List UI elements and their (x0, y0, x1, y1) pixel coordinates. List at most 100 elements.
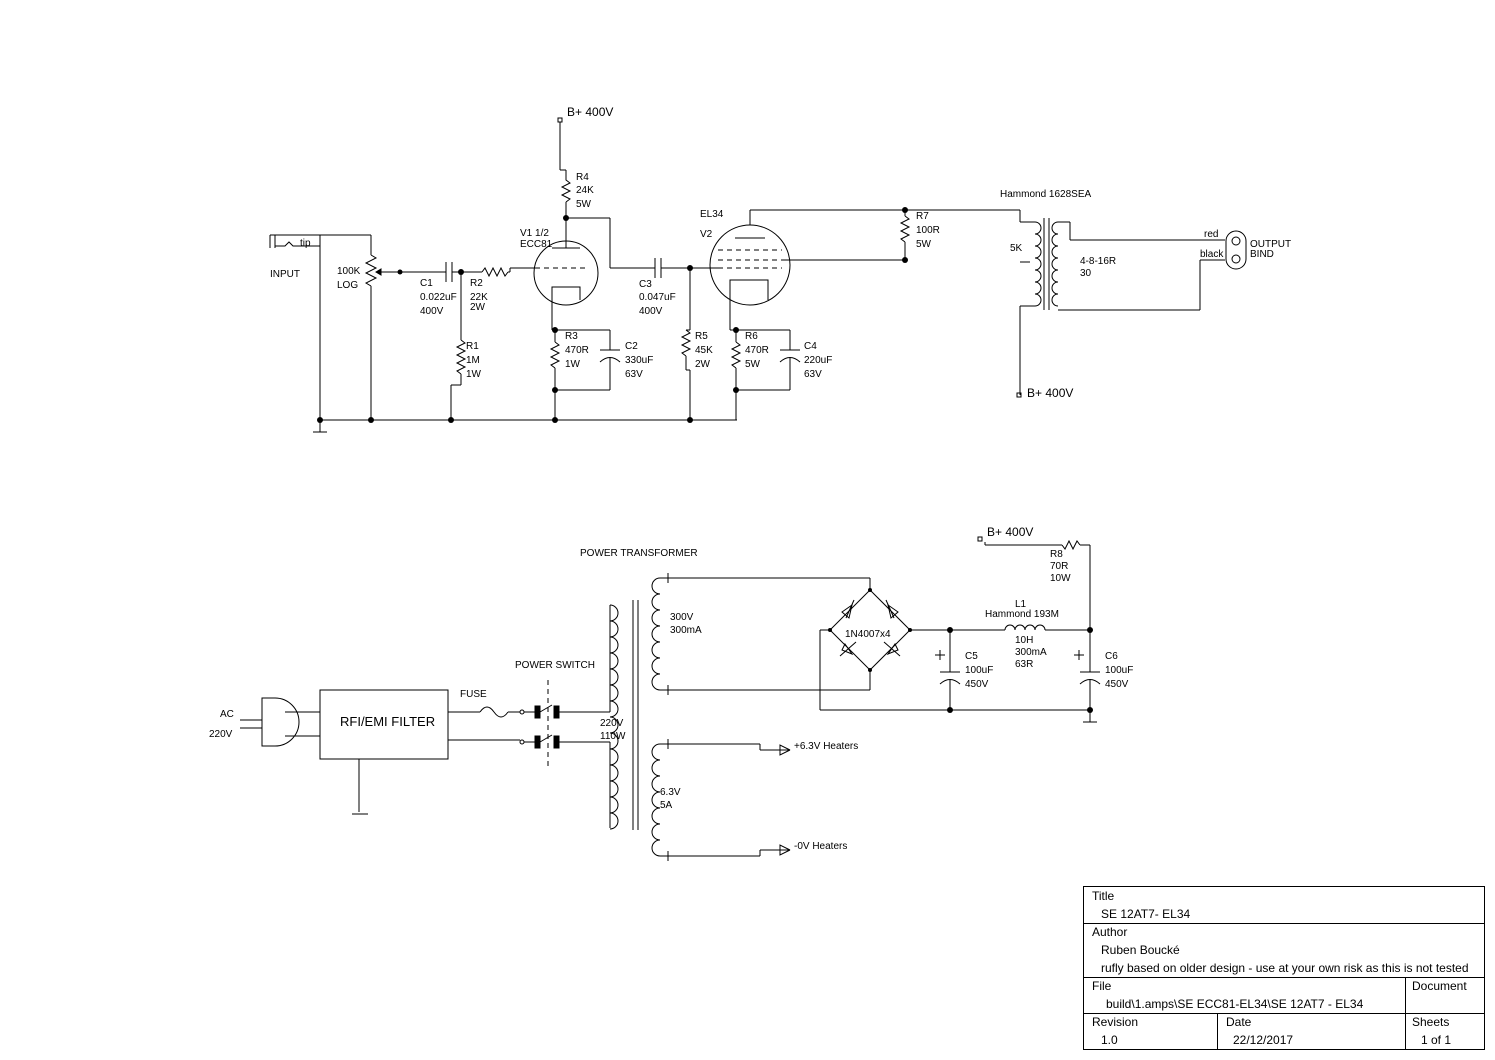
r3-ref: R3 (565, 331, 578, 342)
author-label: Author (1092, 925, 1128, 939)
r4-power: 5W (576, 199, 592, 210)
output-label-2: BIND (1250, 249, 1274, 260)
ot-primary: 5K (1010, 243, 1023, 254)
c3-value: 0.047uF (639, 292, 676, 303)
b-plus-ot-label: B+ 400V (1027, 386, 1073, 400)
c4-ref: C4 (804, 341, 817, 352)
r6-value: 470R (745, 345, 769, 356)
document-cell (1405, 977, 1406, 1013)
title-block: Title SE 12AT7- EL34 Author Ruben Boucké… (1083, 886, 1485, 1050)
b-plus-top-label: B+ 400V (567, 105, 613, 119)
c1-ref: C1 (420, 278, 433, 289)
capacitor-c5 (935, 630, 961, 710)
date-label: Date (1226, 1015, 1252, 1029)
r2-value: 22K (470, 292, 488, 303)
output-label-1: OUTPUT (1250, 239, 1291, 250)
title-divider (1084, 923, 1484, 924)
date-cell-divider (1217, 1013, 1218, 1049)
volume-pot (364, 235, 421, 420)
l1-inductance: 10H (1015, 635, 1033, 646)
date-value: 22/12/2017 (1233, 1033, 1294, 1047)
pt-heater-a: 5A (660, 800, 673, 811)
psu-junctions (828, 588, 1093, 713)
pot-taper: LOG (337, 280, 358, 291)
v2-type: EL34 (700, 209, 724, 220)
r4-value: 24K (576, 185, 594, 196)
r5-ref: R5 (695, 331, 708, 342)
r1-value: 1M (466, 355, 480, 366)
c5-ref: C5 (965, 651, 978, 662)
r1-power: 1W (466, 369, 482, 380)
c4-value: 220uF (804, 355, 832, 366)
file-divider (1084, 977, 1484, 978)
capacitor-c1 (421, 262, 482, 282)
pot-value: 100K (337, 266, 361, 277)
document-label: Document (1412, 979, 1467, 993)
ot-secondary: 4-8-16R (1080, 256, 1116, 267)
bridge-label: 1N4007x4 (845, 629, 891, 640)
c5-value: 100uF (965, 665, 993, 676)
c3-voltage: 400V (639, 306, 663, 317)
ac-label-2: 220V (209, 729, 233, 740)
v1-ref: V1 1/2 (520, 228, 549, 239)
l1-ref: L1 (1015, 599, 1027, 610)
revision-label: Revision (1092, 1015, 1139, 1029)
choke-l1 (990, 624, 1090, 631)
pt-primary-v: 220V (600, 718, 624, 729)
r4-ref: R4 (576, 172, 589, 183)
resistor-r7 (750, 209, 1020, 260)
c3-ref: C3 (639, 279, 652, 290)
design-note: rufly based on older design - use at you… (1101, 961, 1469, 975)
ot-secondary-extra: 30 (1080, 268, 1092, 279)
output-binding-posts (1225, 230, 1247, 270)
v2-ref: V2 (700, 229, 713, 240)
r6-ref: R6 (745, 331, 758, 342)
r8-value: 70R (1050, 561, 1068, 572)
capacitor-c2 (555, 330, 621, 391)
c2-ref: C2 (625, 341, 638, 352)
pt-hv-v: 300V (670, 612, 694, 623)
author-value: Ruben Boucké (1101, 943, 1180, 957)
sheets-value: 1 of 1 (1421, 1033, 1452, 1047)
input-tip-label: tip (300, 238, 311, 249)
fuse-label: FUSE (460, 689, 487, 700)
r8-ref: R8 (1050, 549, 1063, 560)
r6-power: 5W (745, 359, 761, 370)
capacitor-c6 (1074, 630, 1101, 723)
heaters-pos-label: +6.3V Heaters (794, 741, 858, 752)
c1-value: 0.022uF (420, 292, 457, 303)
heaters-neg-label: -0V Heaters (794, 841, 847, 852)
amp-junctions (317, 207, 908, 423)
pt-title: POWER TRANSFORMER (580, 548, 698, 559)
resistor-r1 (450, 272, 467, 420)
r5-power: 2W (695, 359, 711, 370)
pt-hv-a: 300mA (670, 625, 702, 636)
power-switch (519, 605, 611, 828)
file-label: File (1092, 979, 1112, 993)
ac-plug (240, 697, 320, 747)
c5-voltage: 450V (965, 679, 989, 690)
ot-name: Hammond 1628SEA (1000, 189, 1091, 200)
ps-b-plus-label: B+ 400V (987, 525, 1033, 539)
r8-power: 10W (1050, 573, 1071, 584)
revision-value: 1.0 (1101, 1033, 1118, 1047)
c1-voltage: 400V (420, 306, 444, 317)
output-transformer (1016, 210, 1225, 398)
title-label: Title (1092, 889, 1115, 903)
tube-v2 (709, 210, 905, 306)
c4-voltage: 63V (804, 369, 822, 380)
revision-divider (1084, 1013, 1484, 1014)
r1-ref: R1 (466, 341, 479, 352)
capacitor-c3 (610, 258, 720, 278)
output-red: red (1204, 229, 1218, 240)
bridge-rectifier (819, 578, 1090, 711)
r2-ref: R2 (470, 278, 483, 289)
file-value: build\1.amps\SE ECC81-EL34\SE 12AT7 - EL… (1106, 997, 1364, 1011)
c6-value: 100uF (1105, 665, 1133, 676)
fuse (479, 706, 520, 718)
r5-value: 45K (695, 345, 713, 356)
c2-value: 330uF (625, 355, 653, 366)
r3-power: 1W (565, 359, 581, 370)
r7-power: 5W (916, 239, 932, 250)
